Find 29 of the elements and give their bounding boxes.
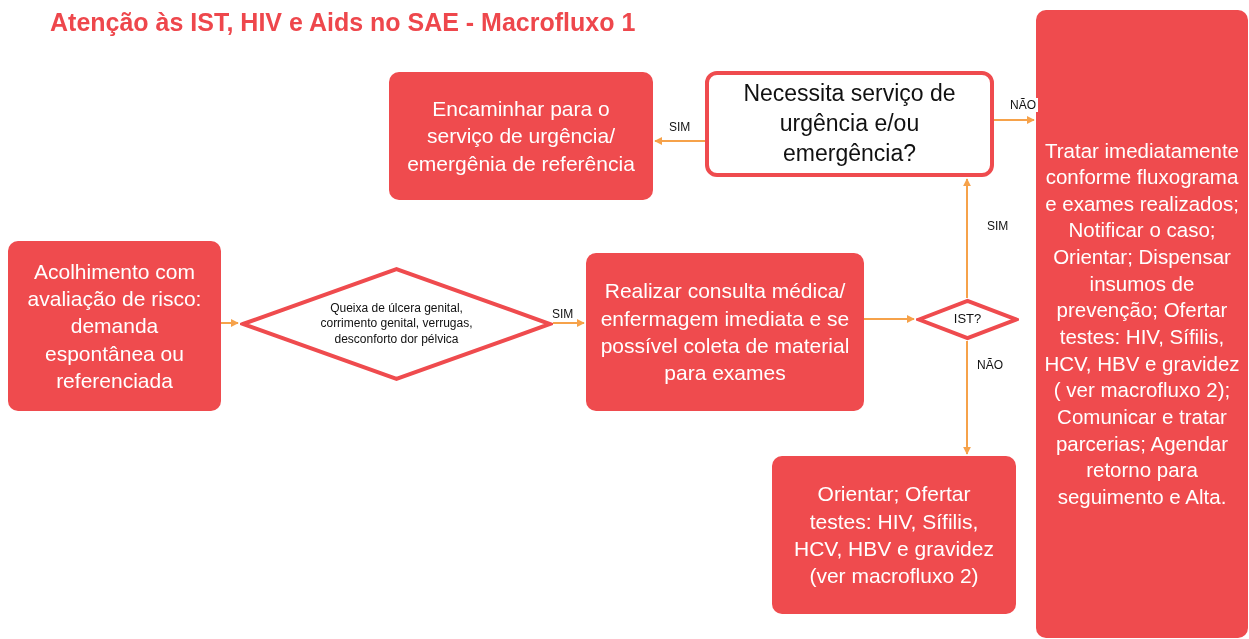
arrow [963,340,971,455]
node-text: Necessita serviço de urgência e/ou emergência? [742,79,957,168]
process-box [1036,10,1248,638]
arrow [220,319,239,327]
node-text: IST? [953,311,982,328]
node-text: Realizar consulta médica/ enfermagem imediata e se possível coleta de material para exames [599,278,851,387]
edge-label: NÃO [975,357,1005,372]
edge-label: SIM [667,120,693,134]
decision-diamond [240,266,553,382]
arrow [654,137,706,145]
process-box [8,241,221,411]
diagram-title: Atenção às IST, HIV e Aids no SAE - Macrofluxo 1 [50,8,636,37]
arrow [963,178,971,299]
edge-label: SIM [550,307,576,321]
node-text: Acolhimento com avaliação de risco: demanda espontânea ou referenciada [26,258,203,394]
arrow [863,315,915,323]
node-text: Orientar; Ofertar testes: HIV, Sífilis, HCV, HBV e gravidez (ver macrofluxo 2) [793,481,995,590]
arrow [993,116,1035,124]
node-text: Queixa de úlcera genital, corrimento genital, verrugas, desconforto dor pélvica [320,300,473,348]
node-text: Encaminhar para o serviço de urgência/ emergênia de referência [406,96,636,177]
arrow [552,319,585,327]
decision-diamond [916,298,1019,341]
node-text: Tratar imediatamente conforme fluxograma e exames realizados; Notificar o caso; Orientar; Dispensar insumos de prevenção; Ofertar testes: HIV, Sífilis, HCV, HBV e gravidez ( ver macrofluxo 2); Comunicar e tratar parcerias; Agendar retorno para seguimento e Alta. [1044,137,1240,510]
process-box [389,72,653,200]
edge-label: NÃO [1008,98,1038,112]
edge-label: SIM [985,218,1011,233]
process-box [586,253,864,411]
process-box [772,456,1016,614]
decision-box [705,71,994,177]
